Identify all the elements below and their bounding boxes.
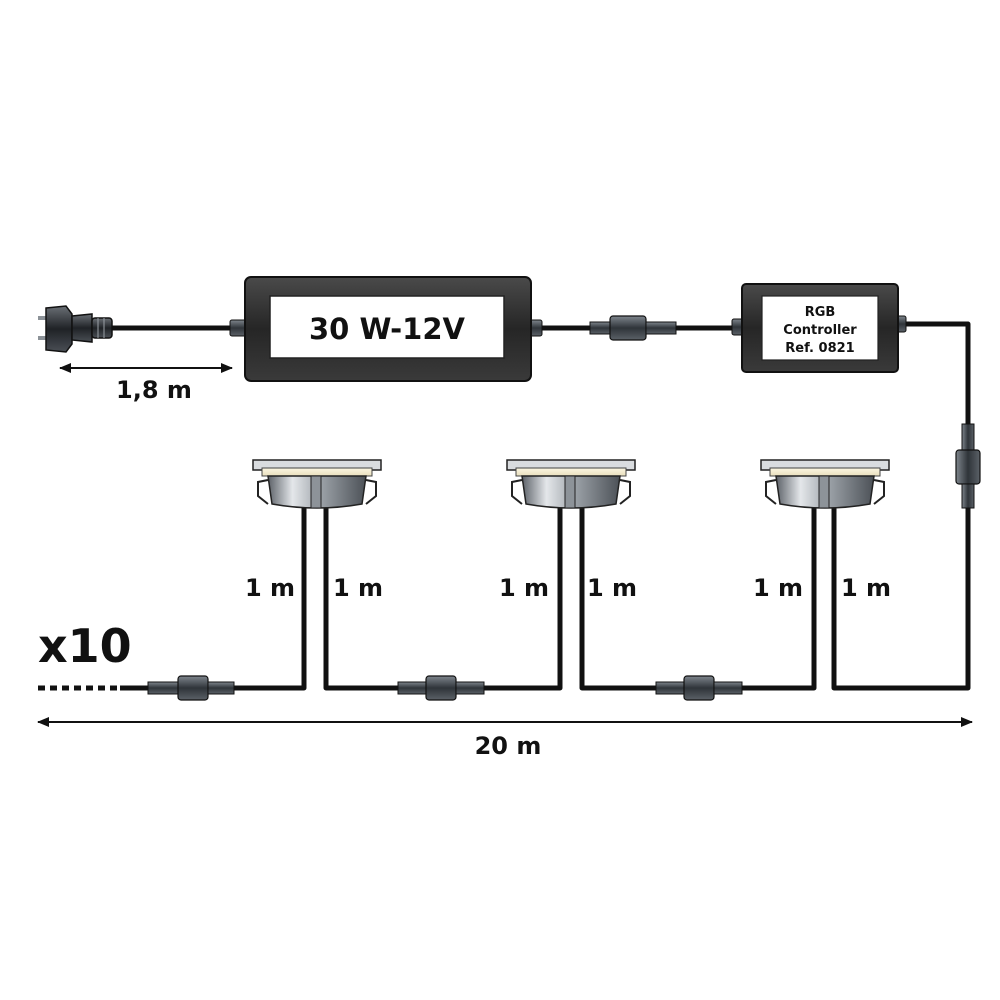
- spot-3-right-cable-label: 1 m: [841, 574, 891, 602]
- plug-cable-length-label: 1,8 m: [116, 376, 192, 404]
- power-supply-label: 30 W-12V: [309, 312, 466, 346]
- inline-connector-bottom-3: [655, 675, 743, 701]
- spot-1-right-cable-label: 1 m: [333, 574, 383, 602]
- spot-2-right-cable-label: 1 m: [587, 574, 637, 602]
- inline-connector-bottom-2: [397, 675, 485, 701]
- spot-light-3: [760, 459, 890, 509]
- controller-line-2: Controller: [783, 323, 857, 338]
- spot-3-left-cable-label: 1 m: [753, 574, 803, 602]
- power-supply: 30 W-12V: [229, 276, 543, 382]
- controller-line-1: RGB: [805, 305, 836, 320]
- spot-light-1: [252, 459, 382, 509]
- spot-light-2: [506, 459, 636, 509]
- controller-line-3: Ref. 0821: [785, 341, 854, 356]
- spot-1-left-cable-label: 1 m: [245, 574, 295, 602]
- total-length-label: 20 m: [475, 732, 542, 760]
- power-plug: [38, 305, 113, 353]
- inline-connector-top: [589, 315, 677, 341]
- spot-2-left-cable-label: 1 m: [499, 574, 549, 602]
- controller-output-cable: [831, 321, 971, 691]
- rgb-controller: RGB Controller Ref. 0821: [731, 283, 907, 373]
- inline-connector-right: [955, 423, 981, 509]
- inline-connector-bottom-1: [147, 675, 235, 701]
- quantity-label: x10: [38, 619, 132, 673]
